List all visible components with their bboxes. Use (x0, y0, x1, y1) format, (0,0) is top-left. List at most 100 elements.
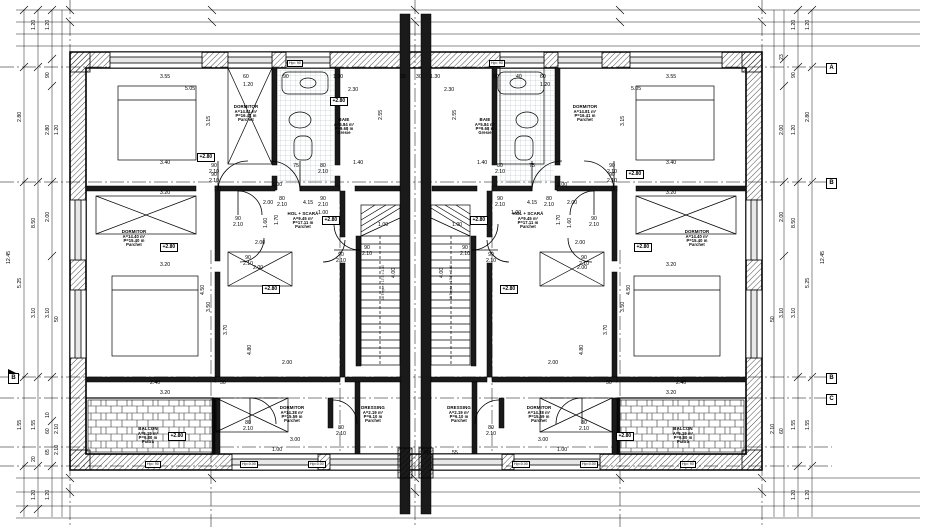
room-finish: Parchet (238, 117, 254, 123)
dimension-text: 2.55 (452, 109, 458, 120)
window-sill-label: Hp=0.00 (240, 461, 258, 468)
dimension-text: 30 (416, 74, 422, 80)
room-perimeter: P=16.41 m (235, 112, 257, 118)
window-sill-label: Hp=0.00 (308, 461, 326, 468)
dimension-text: 1.00 (378, 222, 389, 228)
dimension-text: 20 (31, 456, 37, 462)
door-height: 2.10 (208, 178, 220, 184)
balcony-edges (85, 397, 747, 455)
dimension-text: 2.00 (779, 211, 785, 222)
bathtub-left (281, 71, 329, 95)
dimension-text: 12.45 (6, 251, 12, 264)
door-height: 2.10 (485, 431, 497, 437)
room-name: BAIE (338, 117, 350, 122)
bed-top-right (635, 85, 715, 161)
wc-left (293, 135, 313, 161)
interior-walls (85, 13, 747, 515)
dimension-text: 60 (540, 74, 546, 80)
dimension-text: 4.00 (391, 267, 397, 278)
dimension-text: 8.50 (791, 217, 797, 228)
room-perimeter: P=15.40 m (123, 237, 145, 243)
dimension-text: 2.30 (348, 87, 359, 93)
room-name: DORMITOR (279, 405, 305, 410)
wardrobe-left-a (227, 67, 273, 165)
room-finish: Piatră (142, 439, 154, 445)
door-height: 2.10 (578, 261, 590, 267)
dimension-text: 60 (243, 74, 249, 80)
dimension-text: 2.00 (282, 360, 293, 366)
dimension-text: 4.50 (200, 284, 206, 295)
door-height: 2.10 (242, 261, 254, 267)
dimension-text: 3.10 (791, 307, 797, 318)
dimension-text: 3.20 (160, 390, 171, 396)
level-marker: +2.80 (470, 216, 488, 225)
dimension-text: 50 (54, 316, 60, 322)
dimension-text: 1.20 (791, 124, 797, 135)
room-perimeter: P=6.10 m (449, 413, 469, 419)
wardrobe-right-b (635, 195, 737, 235)
dimension-text: 1.40 (353, 160, 364, 166)
room-area: A=2.19 m² (362, 409, 384, 415)
dimension-text: 2.00 (253, 265, 264, 271)
dimension-text: 4.15 (527, 200, 538, 206)
dimension-text: 23 (779, 54, 785, 60)
level-marker: +2.80 (500, 285, 518, 294)
room-finish: Parchet (365, 418, 381, 424)
room-area: A=14.38 m² (527, 409, 551, 415)
door-width: 80 (488, 425, 494, 431)
dimension-text: 1.00 (452, 222, 463, 228)
windows (69, 51, 763, 471)
door-height: 2.10 (485, 258, 497, 264)
dimension-text: 1.20 (31, 19, 37, 30)
dimension-text: 5.05 (185, 86, 196, 92)
dimension-text: 1.20 (31, 489, 37, 500)
door-height: 2.10 (588, 222, 600, 228)
window-sill-label: Hp= 90 (489, 60, 505, 67)
door-width: 90 (488, 252, 494, 258)
staircase-left (360, 204, 401, 366)
dimension-text: 3.70 (603, 324, 609, 335)
dimension-text: 1.70 (274, 214, 280, 225)
door-width: 90 (211, 163, 217, 169)
axis-marker-b: B (8, 373, 19, 384)
dimension-text: 1.30 (333, 74, 344, 80)
bed-mid-left (111, 275, 199, 357)
dimension-text: 2.10 (54, 423, 60, 434)
wardrobe-left-d (539, 397, 613, 433)
dimension-text: 1.70 (556, 214, 562, 225)
door-width: 90 (235, 216, 241, 222)
dimension-text: 1.00 (272, 182, 283, 188)
washbasin-right (515, 111, 539, 129)
balcony-paving-right (619, 399, 745, 453)
room-finish: Parchet (577, 117, 593, 123)
balcony-paving-left (87, 399, 213, 453)
room-area: A=5.19 m² (137, 430, 159, 436)
room-name: DORMITOR (233, 104, 259, 109)
room-name: DRESSING (447, 405, 471, 410)
door-width: 90 (245, 255, 251, 261)
bed-top-left (117, 85, 197, 161)
level-marker: +2.80 (626, 170, 644, 179)
door-height: 2.10 (494, 169, 506, 175)
dimension-text: 1.20 (243, 82, 254, 88)
dimension-text: 3.00 (290, 437, 301, 443)
dimension-text: 1.55 (17, 419, 23, 430)
door-width: 90 (364, 245, 370, 251)
dimension-text: 2.80 (45, 124, 51, 135)
room-finish: Parchet (520, 224, 536, 230)
